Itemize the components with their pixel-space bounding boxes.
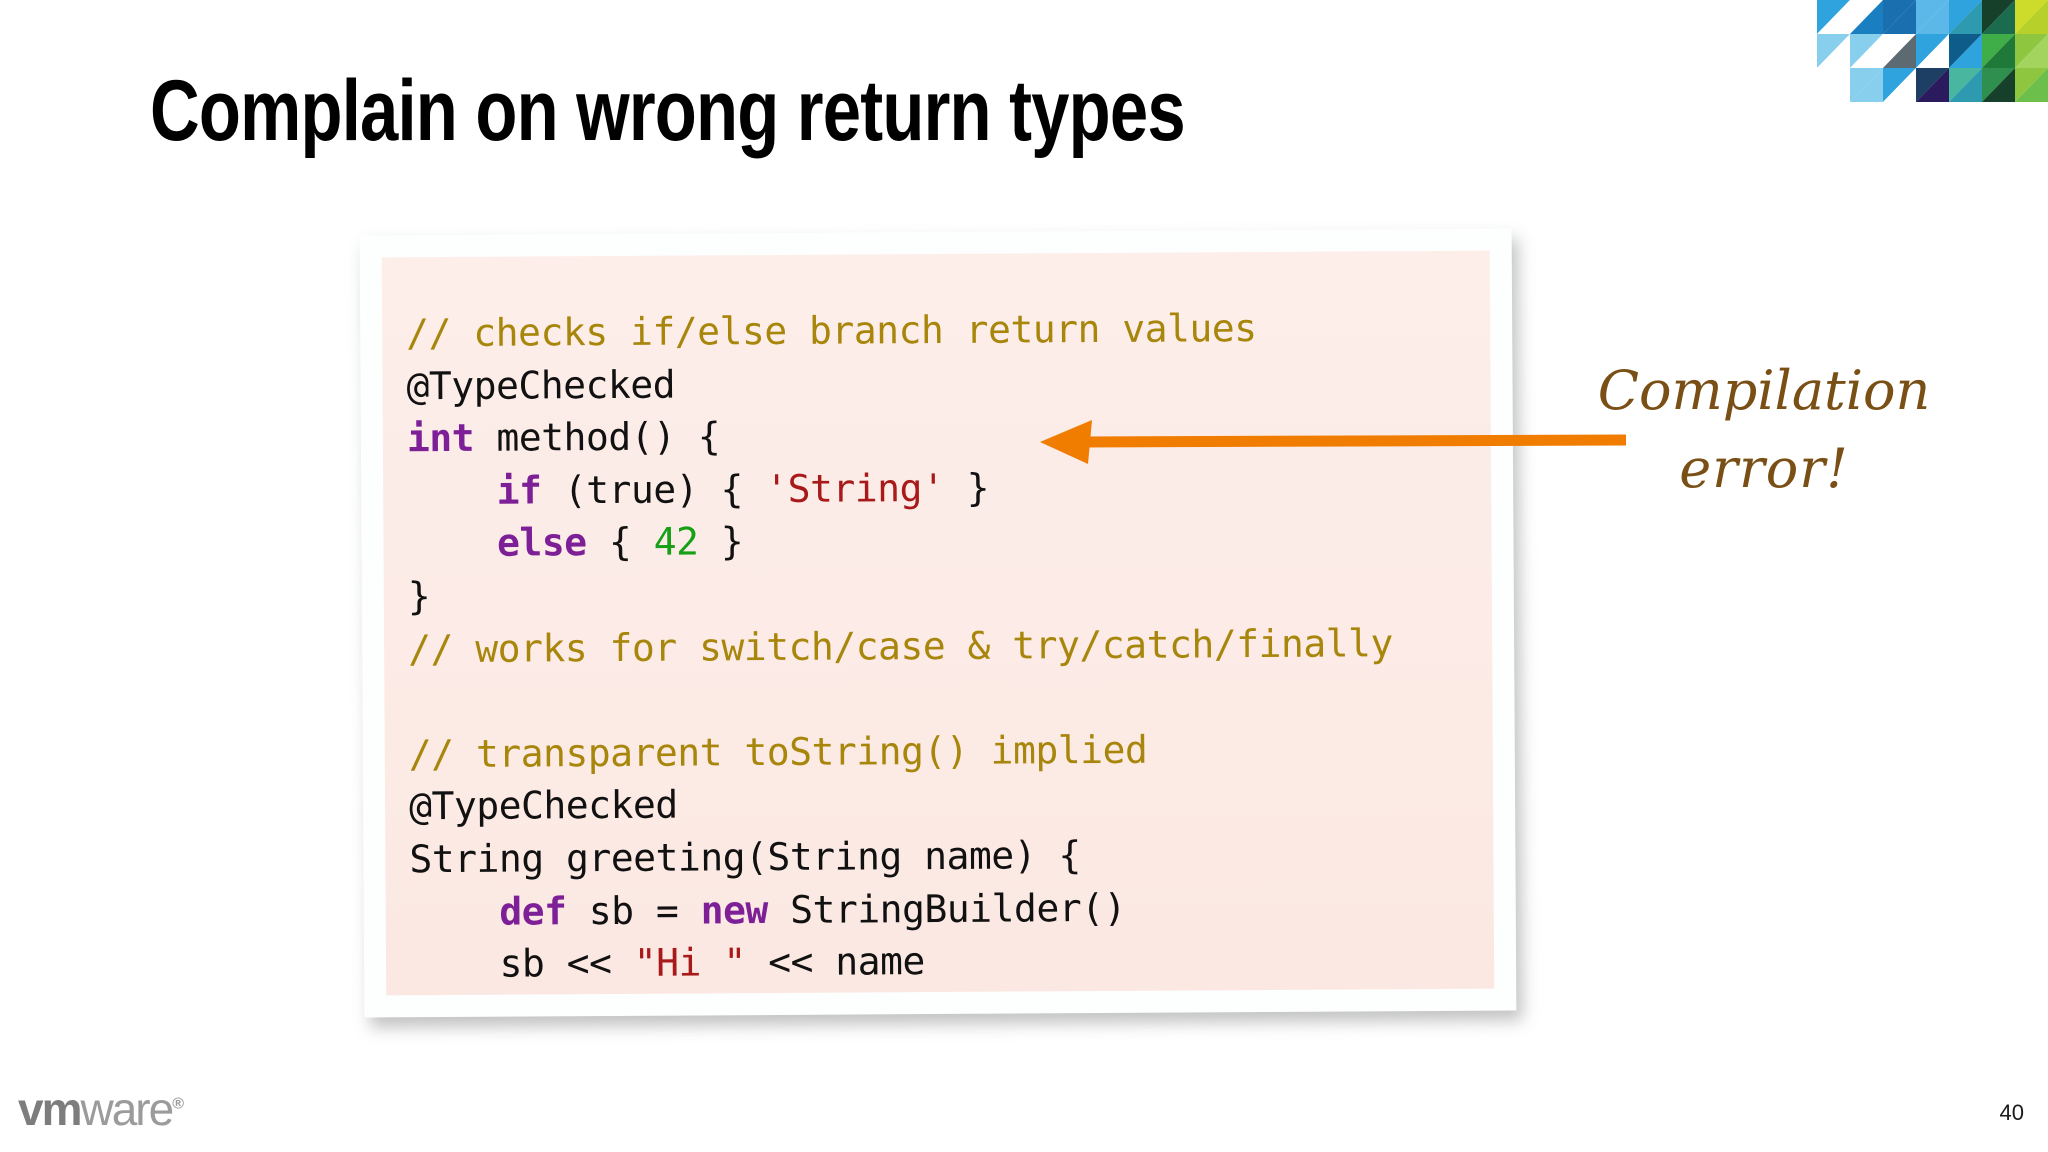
code-surface: // checks if/else branch return values @… (381, 250, 1495, 996)
code-token-kw: else (496, 520, 587, 566)
code-token-pln: } (407, 574, 431, 619)
code-token-kw: def (499, 888, 567, 934)
code-token-pln: @TypeChecked (408, 782, 678, 829)
code-token-kw: int (406, 416, 475, 461)
code-token-pln: StringBuilder() (767, 885, 1127, 932)
annotation-line-1: Compilation (1597, 359, 1931, 422)
page-title: Complain on wrong return types (150, 63, 1186, 159)
code-token-str: 'String' (765, 465, 945, 511)
code-token-num: 42 (653, 519, 699, 565)
code-token-pln (407, 468, 497, 513)
code-token-pln (410, 889, 500, 934)
code-token-pln: sb = (566, 887, 701, 933)
code-token-kw: new (700, 887, 768, 932)
page-number: 40 (1999, 1100, 2024, 1125)
code-token-cmt: // checks if/else branch return values (406, 306, 1257, 356)
annotation-line-2: error! (1679, 437, 1849, 500)
code-token-pln: @TypeChecked (406, 362, 676, 408)
code-token-pln: method() { (473, 414, 721, 461)
logo-text-vm: vm (18, 1083, 83, 1135)
code-block: // checks if/else branch return values @… (406, 301, 1395, 995)
code-token-pln: String greeting(String name) { (409, 833, 1081, 882)
code-token-pln: } (410, 995, 433, 996)
logo-text-ware: ware (80, 1083, 174, 1135)
code-token-cmt: // transparent toString() implied (408, 727, 1148, 776)
code-token-pln: } (698, 519, 744, 564)
code-token-pln: { (586, 520, 654, 565)
code-token-pln: } (944, 465, 990, 510)
code-token-pln: sb << (409, 940, 634, 987)
code-token-pln (408, 679, 431, 723)
code-token-kw: if (496, 468, 542, 513)
mosaic-svg (1784, 0, 2048, 102)
registered-trademark-icon: ® (172, 1095, 184, 1113)
vmware-logo: vmware® (18, 1086, 184, 1132)
code-token-pln: << name (745, 939, 925, 985)
code-sample-card: // checks if/else branch return values @… (359, 228, 1517, 1018)
code-token-cmt: // works for switch/case & try/catch/fin… (408, 620, 1393, 671)
code-token-pln (407, 521, 497, 566)
code-token-pln: (true) { (541, 466, 766, 513)
annotation-compilation-error: Compilation error! (1584, 352, 1944, 508)
vmware-mosaic-decoration (1784, 0, 2048, 102)
code-token-str: "Hi " (633, 940, 746, 985)
